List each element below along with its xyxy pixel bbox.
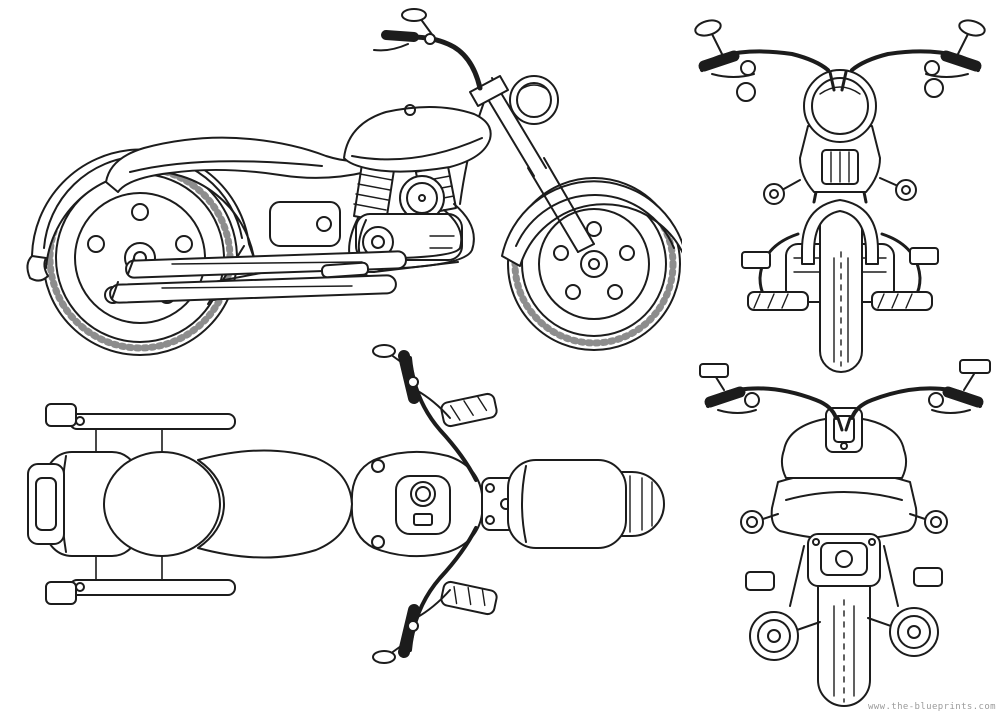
side-oil-tank	[269, 201, 341, 247]
rear-light-box	[825, 407, 863, 453]
front-view-drawing	[694, 19, 986, 373]
rear-handlebar	[699, 359, 991, 432]
top-seat	[103, 449, 353, 559]
side-handlebar	[373, 8, 483, 91]
rear-view-drawing	[699, 359, 991, 707]
front-floorboards	[747, 291, 933, 311]
rear-side-boxes	[745, 567, 943, 591]
side-exhaust	[109, 203, 475, 304]
top-tail-light	[27, 463, 65, 545]
front-headlight	[803, 69, 877, 143]
side-fuel-tank	[343, 104, 492, 173]
rear-mufflers	[749, 607, 939, 661]
top-front-fender	[507, 459, 627, 549]
front-fender	[801, 199, 879, 265]
front-handlebar	[694, 19, 986, 102]
top-rear-rails	[45, 403, 236, 605]
front-nacelle	[799, 125, 881, 193]
top-footboards	[440, 392, 498, 616]
top-handlebar	[372, 344, 478, 664]
rear-bracket	[807, 533, 881, 587]
side-view-drawing	[26, 8, 682, 356]
top-view-drawing	[27, 344, 665, 664]
side-footboard	[320, 261, 370, 279]
rear-turn-signals	[740, 510, 948, 534]
front-turn-signals	[763, 177, 917, 205]
side-headlight	[509, 75, 559, 125]
top-fuel-tank	[350, 450, 483, 558]
side-front-fender	[501, 180, 682, 267]
side-front-fork	[469, 75, 595, 253]
front-wheel	[819, 203, 863, 373]
watermark: www.the-blueprints.com	[867, 702, 996, 712]
rear-frame	[789, 545, 899, 607]
side-seat	[105, 136, 367, 193]
rear-fender	[770, 471, 918, 541]
